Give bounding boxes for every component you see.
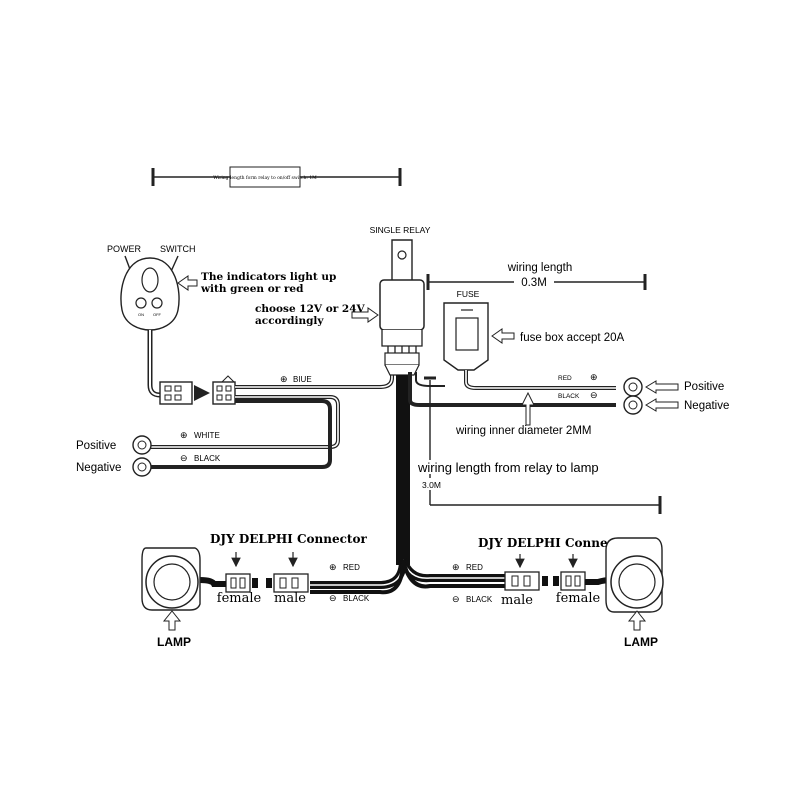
switch-label: SWITCH — [160, 244, 196, 254]
main-harness — [310, 375, 505, 595]
connector-right-title: DJY DELPHI Connector — [478, 536, 635, 550]
switch-note-line2: with green or red — [200, 283, 304, 295]
switch-connector — [159, 375, 236, 405]
hollow-arrow-icon — [645, 398, 679, 412]
inner-diameter-label: wiring inner diameter 2MM — [455, 425, 592, 437]
wiring-long-value: 3.0M — [422, 480, 441, 490]
connector-left-title: DJY DELPHI Connector — [210, 532, 367, 546]
black-label-left-lamp: BLACK — [343, 594, 370, 603]
switch-indicator-off — [151, 297, 163, 309]
black-label-right: BLACK — [558, 393, 580, 400]
hollow-arrow-icon — [491, 328, 515, 344]
positive-label-right: Positive — [684, 381, 724, 393]
minus-symbol-left-lamp: ⊖ — [329, 593, 337, 603]
switch-unit: POWER SWITCH ON OFF The indicators light… — [107, 244, 336, 398]
minus-symbol-right: ⊖ — [590, 390, 598, 400]
fuse: FUSE fuse box accept 20A — [408, 289, 625, 407]
blue-wire: ⊕ BIUE — [235, 372, 394, 389]
top-dimension: Wiring length form relay to on/off switc… — [151, 166, 402, 188]
negative-label-right: Negative — [684, 400, 729, 412]
left-power-wires: ⊕ WHITE ⊖ BLACK Positive Negative — [76, 395, 340, 477]
connector-right-male: male — [501, 593, 533, 608]
hollow-arrow-icon — [177, 275, 198, 291]
hollow-arrow-icon — [645, 380, 679, 394]
dimension-short: wiring length 0.3M — [426, 262, 647, 290]
plus-symbol-right-lamp: ⊕ — [452, 562, 460, 572]
lamp-right-label: LAMP — [624, 635, 658, 649]
hollow-up-arrow-icon — [627, 610, 647, 631]
top-note-text: Wiring length form relay to on/off switc… — [213, 175, 317, 181]
hollow-up-arrow-icon — [162, 610, 182, 631]
left-lamp-assembly: DJY DELPHI Connector female male ⊕ RED ⊖… — [141, 532, 370, 649]
switch-off-label: OFF — [153, 312, 162, 317]
wiring-short-value: 0.3M — [521, 277, 547, 289]
switch-indicator-on — [135, 297, 147, 309]
blue-plus-symbol: ⊕ — [280, 374, 288, 384]
relay-choose-line1: choose 12V or 24V — [255, 303, 365, 315]
right-lamp-assembly: DJY DELPHI Connector male female ⊕ RED ⊖… — [452, 536, 664, 649]
fuse-note: fuse box accept 20A — [520, 332, 625, 344]
dimension-long: wiring length from relay to lamp 3.0M — [416, 376, 662, 514]
positive-label-left: Positive — [76, 440, 116, 452]
plus-symbol-right: ⊕ — [590, 372, 598, 382]
hollow-arrow-icon — [351, 307, 379, 323]
red-label-right: RED — [558, 375, 572, 382]
blue-wire-label: BIUE — [293, 375, 312, 384]
relay-body — [379, 279, 425, 331]
connector-left-male: male — [274, 591, 306, 606]
black-label-right-lamp: BLACK — [466, 595, 493, 604]
relay-title: SINGLE RELAY — [370, 225, 431, 235]
red-label-right-lamp: RED — [466, 563, 483, 572]
connector-right-female: female — [556, 591, 601, 606]
minus-symbol-right-lamp: ⊖ — [452, 594, 460, 604]
switch-note-line1: The indicators light up — [201, 271, 336, 283]
power-label: POWER — [107, 244, 142, 254]
black-wire-label-left: BLACK — [194, 454, 221, 463]
wiring-short-label: wiring length — [507, 262, 573, 274]
relay-tab — [391, 239, 413, 283]
wiring-long-label: wiring length from relay to lamp — [417, 460, 599, 475]
right-battery: Positive Negative RED ⊕ BLACK ⊖ — [558, 372, 729, 415]
inner-diameter: wiring inner diameter 2MM — [455, 391, 592, 437]
relay-choose-line2: accordingly — [255, 315, 324, 327]
switch-on-label: ON — [138, 312, 144, 317]
black-minus-symbol-left: ⊖ — [180, 453, 188, 463]
fuse-title: FUSE — [457, 289, 480, 299]
connector-left-female: female — [217, 591, 262, 606]
white-plus-symbol: ⊕ — [180, 430, 188, 440]
relay: SINGLE RELAY choose 12V or 24V according… — [255, 225, 431, 376]
negative-label-left: Negative — [76, 462, 121, 474]
plus-symbol-left-lamp: ⊕ — [329, 562, 337, 572]
red-label-left-lamp: RED — [343, 563, 360, 572]
white-wire-label: WHITE — [194, 431, 220, 440]
lamp-left-label: LAMP — [157, 635, 191, 649]
